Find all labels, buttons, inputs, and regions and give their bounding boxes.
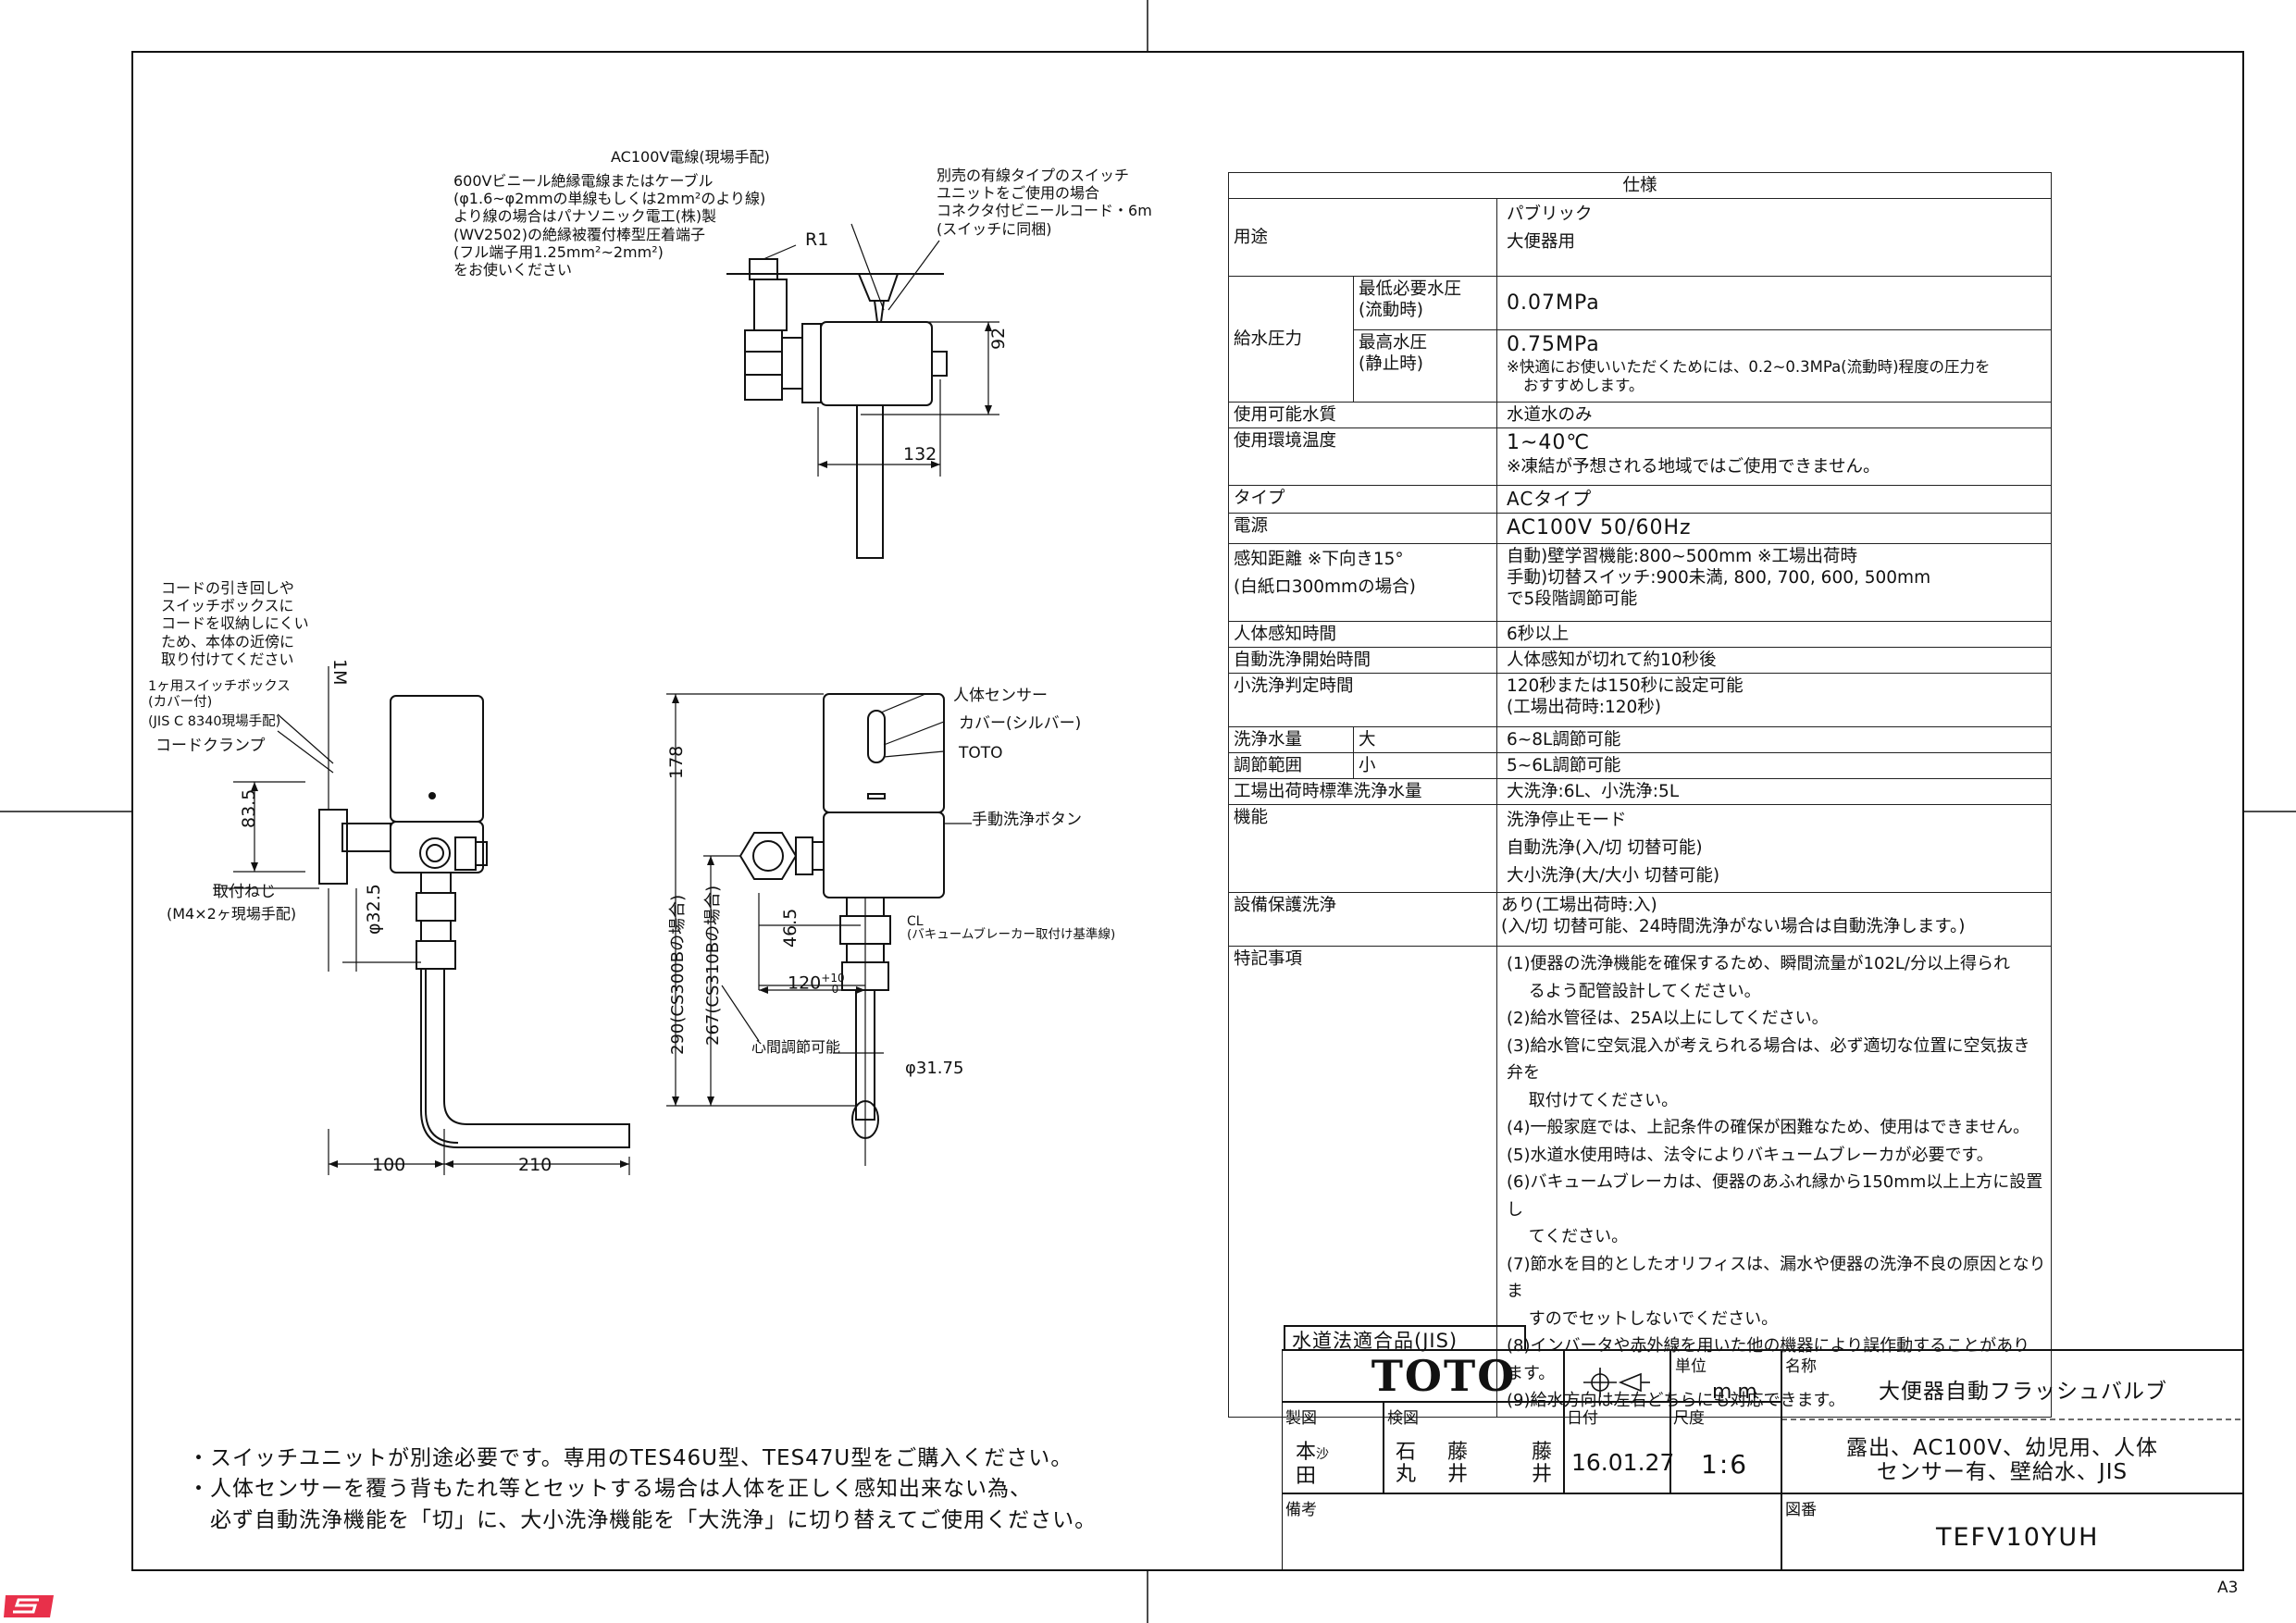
pressure-label: 給水圧力	[1228, 276, 1354, 403]
autoflush-label: 自動洗浄開始時間	[1228, 646, 1497, 675]
bottom-notes: ・スイッチユニットが別途必要です。専用のTES46U型、TES47U型をご購入く…	[188, 1446, 1098, 1532]
temp-label: 使用環境温度	[1228, 427, 1497, 487]
min-pressure-value: 0.07MPa	[1496, 276, 2053, 331]
small-judge-value: 120秒または150秒に設定可能(工場出荷時:120秒)	[1496, 673, 2053, 727]
function-label: 機能	[1228, 804, 1497, 894]
product-name: 大便器自動フラッシュバルブ	[1879, 1380, 2167, 1404]
function-value: 洗浄停止モード自動洗浄(入/切 切替可能)大小洗浄(大/大小 切替可能)	[1496, 804, 2053, 894]
special-label: 特記事項	[1228, 946, 1497, 1418]
cover-label: カバー(シルバー)	[959, 714, 1082, 733]
switch-note: 別売の有線タイプのスイッチ ユニットをご使用の場合 コネクタ付ビニールコード・6…	[937, 167, 1152, 238]
dim-1m: 1M	[329, 659, 350, 686]
checked-by-seal: 藤 井	[1532, 1441, 1553, 1486]
spec-header: 仕様	[1227, 171, 2053, 200]
type-label: タイプ	[1228, 485, 1497, 514]
unit-value: mm	[1712, 1381, 1763, 1404]
water-value: 水道水のみ	[1496, 402, 2053, 429]
sense-value: 自動)壁学習機能:800~500mm ※工場出荷時手動)切替スイッチ:900未満…	[1496, 542, 2053, 622]
drawing-number-label: 図番	[1785, 1501, 1817, 1519]
mount-screw-spec: (M4×2ヶ現場手配)	[167, 905, 297, 923]
power-label: 電源	[1228, 513, 1497, 544]
vacuum-breaker-note: (バキュームブレーカー取付け基準線)	[907, 927, 1116, 942]
toto-logo: TOTO	[1371, 1351, 1517, 1401]
cl-label: CL	[907, 914, 924, 929]
flow-large-value: 6~8L調節可能	[1496, 725, 2053, 754]
jis-note: (JIS C 8340現場手配)	[148, 714, 281, 729]
flow-large-label: 大	[1353, 725, 1497, 754]
dim-267: 267(CS310Bの場合)	[703, 885, 723, 1046]
type-value: ACタイプ	[1496, 485, 2053, 514]
dim-83-5: 83.5	[239, 788, 259, 828]
max-pressure-label: 最高水圧(静止時)	[1353, 329, 1497, 403]
drawn-by-seal: 本沙 田	[1296, 1441, 1330, 1488]
dim-210: 210	[518, 1155, 552, 1175]
detect-value: 6秒以上	[1496, 620, 2053, 648]
dim-92: 92	[988, 327, 1009, 350]
detect-label: 人体感知時間	[1228, 620, 1497, 648]
special-notes: (1)便器の洗浄機能を確保するため、瞬間流量が102L/分以上得られ るよう配管…	[1496, 946, 2053, 1418]
min-pressure-label: 最低必要水圧(流動時)	[1353, 276, 1497, 331]
dim-290: 290(CS300Bの場合)	[668, 894, 688, 1055]
cable-note: 600Vビニール絶縁電線またはケーブル (φ1.6~φ2mmの単線もしくは2mm…	[453, 172, 766, 279]
drawing-number: TEFV10YUH	[1936, 1523, 2100, 1552]
scale-label: 尺度	[1673, 1409, 1705, 1428]
water-label: 使用可能水質	[1228, 402, 1497, 429]
flow-small-label: 小	[1353, 752, 1497, 780]
cord-clamp-label: コードクランプ	[155, 737, 266, 755]
date-label: 日付	[1567, 1409, 1598, 1428]
top-view-drawing	[726, 223, 999, 559]
date-value: 16.01.27	[1571, 1449, 1675, 1476]
flow-label-1: 洗浄水量	[1228, 725, 1354, 754]
protect-label: 設備保護洗浄	[1228, 892, 1497, 948]
mount-screw-label: 取付ねじ	[213, 883, 276, 901]
power-value: AC100V 50/60Hz	[1496, 513, 2053, 544]
dim-132: 132	[903, 444, 937, 465]
protect-value: あり(工場出荷時:入)(入/切 切替可能、24時間洗浄がない場合は自動洗浄します…	[1496, 892, 2053, 948]
usage-label: 用途	[1228, 198, 1497, 278]
sensor-label: 人体センサー	[953, 687, 1048, 705]
paper-size: A3	[2217, 1579, 2239, 1597]
dim-phi-31-75: φ31.75	[905, 1059, 964, 1078]
small-judge-label: 小洗浄判定時間	[1228, 673, 1497, 727]
factory-label: 工場出荷時標準洗浄水量	[1228, 778, 1497, 806]
usage-value: パブリック大便器用	[1496, 198, 2053, 278]
title-block-grid	[1282, 1325, 2244, 1570]
ac-wire-label: AC100V電線(現場手配)	[611, 148, 770, 166]
unit-label: 単位	[1675, 1357, 1706, 1376]
check-label: 検図	[1387, 1409, 1419, 1428]
dim-46-5: 46.5	[780, 908, 800, 948]
temp-value: 1~40℃※凍結が予想される地域ではご使用できません。	[1496, 427, 2053, 487]
dim-100: 100	[372, 1155, 406, 1175]
dim-178: 178	[666, 745, 687, 779]
dim-phi-32-5: φ32.5	[364, 884, 384, 935]
product-description: 露出、AC100V、幼児用、人体 センサー有、壁給水、JIS	[1846, 1436, 2159, 1484]
flow-small-value: 5~6L調節可能	[1496, 752, 2053, 780]
spec-table: 仕様 用途 パブリック大便器用 給水圧力 最低必要水圧(流動時) 0.07MPa…	[1227, 171, 2053, 1418]
name-label: 名称	[1785, 1357, 1817, 1376]
drawn-label: 製図	[1285, 1409, 1317, 1428]
side-view-drawing	[213, 666, 630, 1175]
max-pressure-value: 0.75MPa※快適にお使いいただくためには、0.2~0.3MPa(流動時)程度…	[1496, 329, 2053, 403]
flow-label-2: 調節範囲	[1228, 752, 1354, 780]
center-adjust-label: 心間調節可能	[751, 1038, 841, 1056]
autoflush-value: 人体感知が切れて約10秒後	[1496, 646, 2053, 675]
jis-compliance-tab: 水道法適合品(JIS)	[1292, 1330, 1458, 1352]
cord-note: コードの引き回しや スイッチボックスに コードを収納しにくい ため、本体の近傍に…	[161, 579, 309, 668]
dim-120: 120+100	[788, 972, 845, 997]
switch-box-note: 1ヶ用スイッチボックス (カバー付)	[148, 679, 291, 711]
manual-flush-label: 手動洗浄ボタン	[972, 811, 1082, 829]
scale-value: 1:6	[1701, 1449, 1749, 1480]
front-view-drawing	[666, 693, 972, 1166]
toto-mark-label: TOTO	[959, 744, 1003, 762]
label-r1: R1	[805, 229, 829, 250]
remarks-label: 備考	[1285, 1501, 1317, 1519]
corner-logo-icon	[4, 1595, 54, 1617]
sense-label: 感知距離 ※下向き15°(白紙ロ300mmの場合)	[1228, 542, 1497, 622]
factory-value: 大洗浄:6L、小洗浄:5L	[1496, 778, 2053, 806]
checked-by-names: 石藤 丸井	[1396, 1441, 1469, 1486]
